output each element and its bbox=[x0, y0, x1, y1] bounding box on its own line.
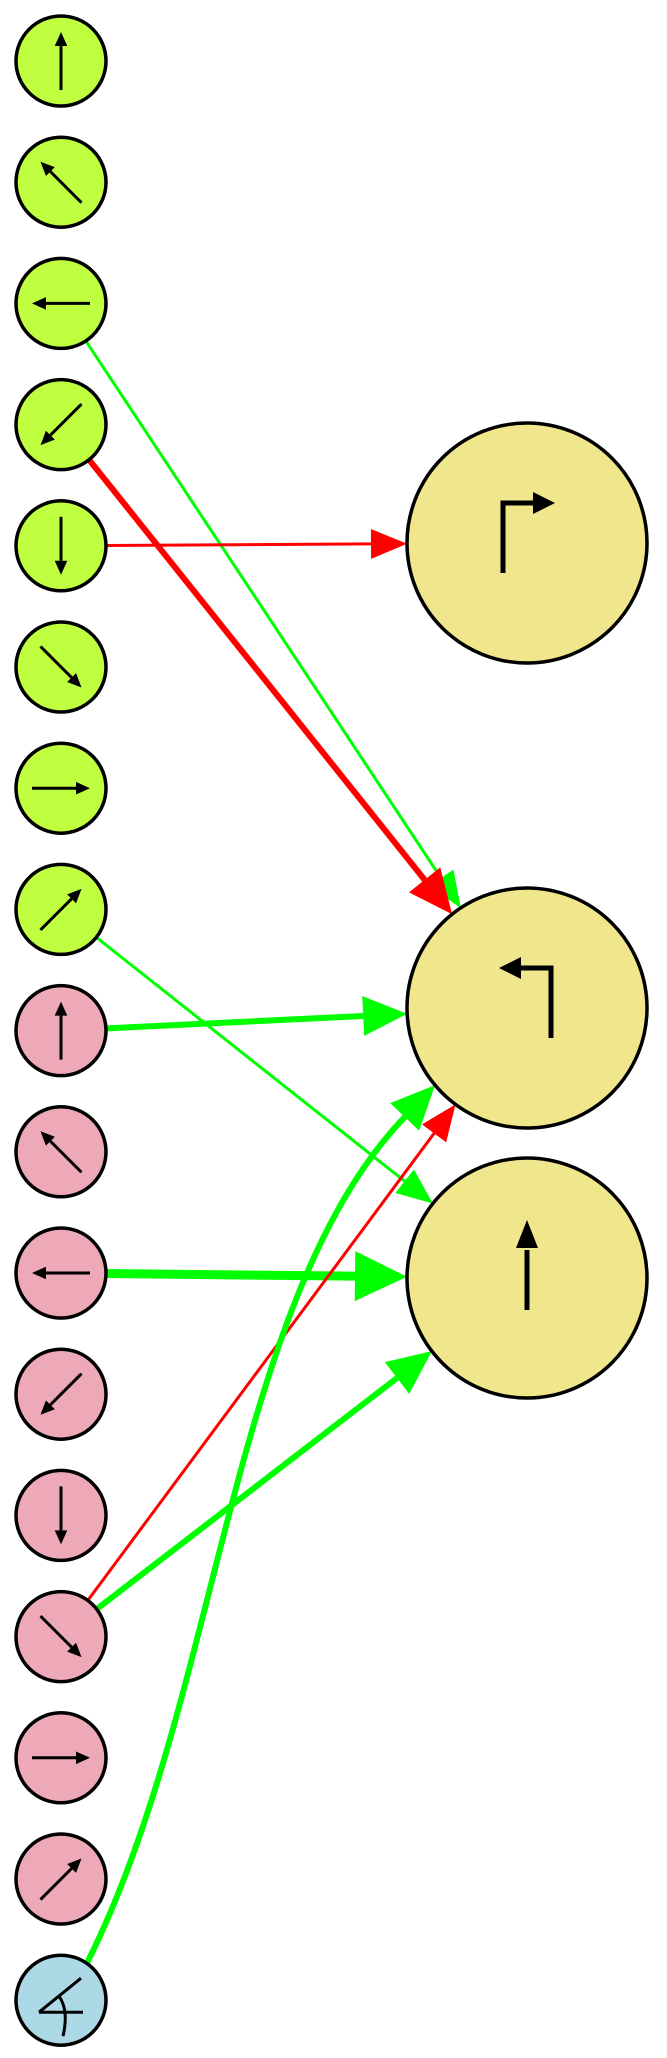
connection-p-down-right-to-out-forward bbox=[94, 1351, 432, 1612]
turn-left-icon bbox=[499, 957, 554, 1038]
arrow-left-icon bbox=[32, 297, 90, 310]
arrow-down-left-icon bbox=[40, 1372, 83, 1415]
arrow-down-icon bbox=[54, 1486, 68, 1545]
turn-right-icon bbox=[500, 492, 555, 573]
arrow-up-right-icon bbox=[39, 1858, 82, 1901]
connection-line bbox=[105, 1268, 356, 1281]
connection-arrowhead bbox=[409, 867, 453, 915]
arrow-up-icon bbox=[54, 1001, 68, 1060]
output-node-out-turn-right bbox=[405, 421, 649, 665]
input-node-p-right bbox=[14, 1711, 108, 1805]
arrow-down-icon bbox=[54, 516, 68, 575]
connection-line bbox=[94, 1375, 399, 1612]
arrow-up-left-icon bbox=[40, 1131, 83, 1174]
connection-arrowhead bbox=[384, 1351, 432, 1394]
connection-arrowhead bbox=[370, 528, 408, 559]
connection-p-up-to-out-turn-left bbox=[105, 995, 408, 1036]
connection-line bbox=[95, 936, 406, 1183]
output-node-out-turn-left bbox=[405, 886, 649, 1130]
input-node-p-left bbox=[14, 1226, 108, 1320]
connection-arrowhead bbox=[390, 1085, 436, 1131]
connection-arrowhead bbox=[354, 1251, 408, 1302]
connection-g-up-right-to-out-forward bbox=[95, 936, 433, 1204]
connection-g-down-left-to-out-turn-left bbox=[86, 457, 453, 915]
output-node-out-forward bbox=[405, 1156, 649, 1400]
input-node-g-down-left bbox=[14, 377, 108, 472]
arrow-up-icon bbox=[54, 32, 68, 90]
connection-p-left-to-out-forward bbox=[105, 1251, 408, 1302]
input-node-g-up-right bbox=[14, 862, 108, 957]
input-node-g-down bbox=[14, 499, 108, 593]
input-node-g-right bbox=[14, 741, 108, 835]
arrow-down-left-icon bbox=[40, 403, 83, 446]
connection-arrowhead bbox=[422, 1104, 456, 1143]
input-node-p-up-left bbox=[14, 1105, 108, 1199]
input-node-g-down-right bbox=[14, 620, 108, 714]
connection-line bbox=[86, 1132, 436, 1602]
input-node-g-up bbox=[14, 14, 108, 108]
connection-arrowhead bbox=[395, 1169, 433, 1204]
angle-icon bbox=[38, 1977, 83, 2037]
connection-line bbox=[84, 1114, 407, 1965]
arrow-down-right-icon bbox=[39, 1615, 82, 1658]
connection-line bbox=[86, 457, 427, 882]
input-node-p-up-right bbox=[14, 1832, 108, 1926]
input-node-p-down-left bbox=[14, 1347, 108, 1441]
input-node-p-down bbox=[14, 1468, 108, 1563]
arrow-up-right-icon bbox=[39, 888, 82, 931]
input-node-p-up bbox=[14, 983, 108, 1078]
arrow-right-icon bbox=[32, 781, 90, 795]
input-node-b-angle bbox=[14, 1953, 108, 2047]
connection-arrowhead bbox=[362, 995, 408, 1036]
connection-line bbox=[84, 340, 443, 879]
connection-p-down-right-to-out-turn-left bbox=[86, 1104, 456, 1602]
connection-line bbox=[105, 1012, 364, 1032]
connection-g-left-to-out-turn-left bbox=[84, 340, 461, 908]
input-node-p-down-right bbox=[14, 1589, 108, 1684]
arrow-up-left-icon bbox=[40, 161, 83, 204]
arrow-right-icon bbox=[32, 1751, 90, 1765]
input-node-g-left bbox=[14, 256, 108, 351]
input-node-g-up-left bbox=[14, 135, 108, 229]
connection-line bbox=[105, 542, 372, 548]
arrow-left-icon bbox=[32, 1266, 90, 1280]
arrow-down-right-icon bbox=[39, 645, 82, 688]
connections-layer bbox=[84, 340, 461, 1965]
nodes-layer bbox=[14, 14, 649, 2047]
connection-g-down-to-out-turn-right bbox=[105, 528, 408, 559]
connection-b-angle-to-out-turn-left bbox=[84, 1085, 436, 1965]
forward-icon bbox=[516, 1220, 538, 1310]
